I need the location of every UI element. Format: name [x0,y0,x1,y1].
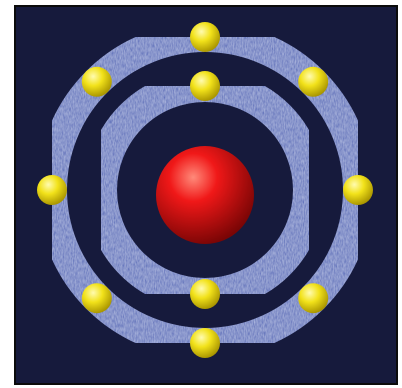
nucleus [156,146,254,244]
outer-shell-electron [82,283,112,313]
outer-shell-electron [190,328,220,358]
inner-shell-electron [190,71,220,101]
outer-shell-electron [37,175,67,205]
outer-shell-electron [190,22,220,52]
outer-shell-electron [298,283,328,313]
outer-shell-electron [82,67,112,97]
inner-shell-electron [190,279,220,309]
outer-shell-electron [343,175,373,205]
outer-shell-electron [298,67,328,97]
